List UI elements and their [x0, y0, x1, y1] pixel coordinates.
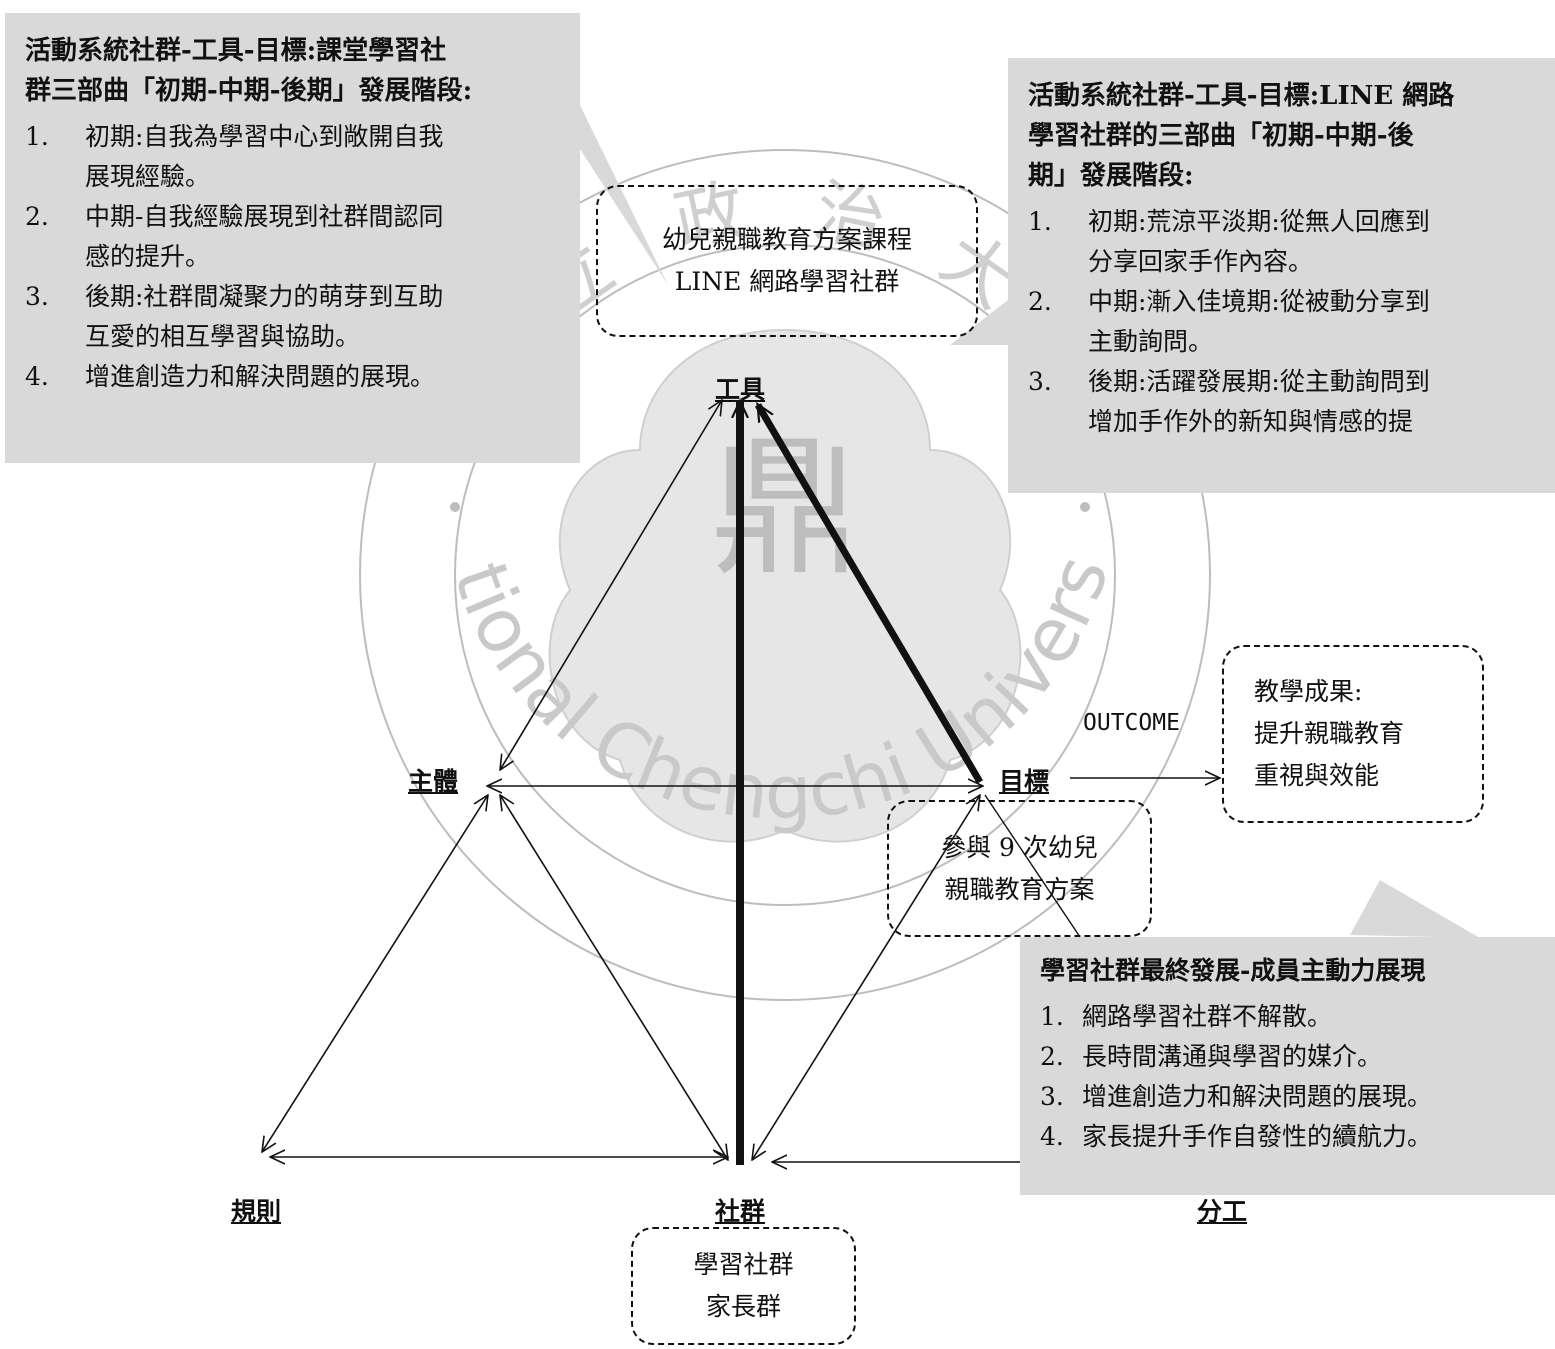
item-number: 2.: [25, 202, 49, 231]
item-text: 長時間溝通與學習的媒介。: [1082, 1042, 1383, 1071]
item-text: 感的提升。: [85, 242, 211, 271]
list-item: 4. 家長提升手作自發性的續航力。: [1040, 1117, 1535, 1157]
list-item: 1. 網路學習社群不解散。: [1040, 997, 1535, 1037]
list-item: 1. 初期:荒涼平淡期:從無人回應到分享回家手作內容。: [1028, 202, 1535, 282]
bottom-callout-title: 學習社群最終發展-成員主動力展現: [1040, 956, 1426, 985]
item-text: 網路學習社群不解散。: [1082, 1002, 1333, 1031]
node-rules: 規則: [230, 1197, 282, 1226]
item-text: 互愛的相互學習與協助。: [85, 322, 361, 351]
list-item: 3. 增進創造力和解決問題的展現。: [1040, 1077, 1535, 1117]
watermark-char-2: 政: [667, 169, 753, 264]
line-object-division: [984, 794, 1081, 938]
item-number: 1.: [1040, 1002, 1064, 1031]
outcome-box-line-1: 教學成果:: [1254, 677, 1363, 706]
list-item: 3. 後期:社群間凝聚力的萌芽到互助互愛的相互學習與協助。: [25, 277, 560, 357]
connector-arrows: [262, 400, 1220, 1165]
outcome-box-line-3: 重視與效能: [1254, 761, 1380, 790]
item-text: 初期:荒涼平淡期:從無人回應到: [1088, 207, 1430, 236]
item-text: 增加手作外的新知與情感的提: [1088, 407, 1414, 436]
tool-box-line-2: LINE 網路學習社群: [674, 267, 900, 296]
node-community: 社群: [714, 1197, 766, 1226]
list-item: 2. 長時間溝通與學習的媒介。: [1040, 1037, 1535, 1077]
left-callout-title-line-1: 活動系統社群-工具-目標:課堂學習社: [25, 36, 447, 66]
community-box: 學習社群 家長群: [631, 1227, 856, 1345]
item-number: 1.: [1028, 207, 1052, 236]
outcome-box-line-2: 提升親職教育: [1254, 719, 1405, 748]
right-callout-title-line-3: 期」發展階段:: [1028, 161, 1194, 191]
item-text: 展現經驗。: [85, 162, 211, 191]
arrow-subject-rules: [262, 795, 488, 1152]
community-box-line-2: 家長群: [705, 1292, 781, 1321]
node-subject: 主體: [407, 767, 459, 796]
list-item: 3. 後期:活躍發展期:從主動詢問到增加手作外的新知與情感的提: [1028, 362, 1535, 442]
list-item: 2. 中期:漸入佳境期:從被動分享到主動詢問。: [1028, 282, 1535, 362]
list-item: 4. 增進創造力和解決問題的展現。: [25, 357, 560, 397]
item-text: 後期:活躍發展期:從主動詢問到: [1088, 367, 1430, 396]
right-callout-title-line-1: 活動系統社群-工具-目標:LINE 網路: [1028, 81, 1455, 111]
item-number: 3.: [1040, 1082, 1064, 1111]
bottom-callout: 學習社群最終發展-成員主動力展現 1. 網路學習社群不解散。 2. 長時間溝通與學習…: [1020, 937, 1555, 1195]
item-number: 2.: [1028, 287, 1052, 316]
outcome-label: OUTCOME: [1083, 710, 1180, 736]
object-box-line-1: 參與 9 次幼兒: [941, 832, 1098, 862]
list-item: 2. 中期-自我經驗展現到社群間認同感的提升。: [25, 197, 560, 277]
bottom-callout-pointer: [1350, 880, 1480, 938]
object-box: 參與 9 次幼兒 親職教育方案: [887, 800, 1152, 937]
item-text: 中期:漸入佳境期:從被動分享到: [1088, 287, 1430, 316]
item-text: 增進創造力和解決問題的展現。: [85, 362, 436, 391]
left-callout: 活動系統社群-工具-目標:課堂學習社 群三部曲「初期-中期-後期」發展階段: 1…: [5, 13, 580, 463]
item-number: 4.: [25, 362, 49, 391]
item-number: 1.: [25, 122, 49, 151]
left-callout-title-line-2: 群三部曲「初期-中期-後期」發展階段:: [25, 76, 473, 106]
bottom-callout-list: 1. 網路學習社群不解散。 2. 長時間溝通與學習的媒介。 3. 增進創造力和解決問題…: [1040, 997, 1535, 1157]
item-text: 分享回家手作內容。: [1088, 247, 1314, 276]
watermark-char-3: 治: [807, 169, 893, 264]
arrow-object-community: [752, 795, 980, 1160]
arrow-subject-community: [500, 795, 728, 1160]
item-number: 4.: [1040, 1122, 1064, 1151]
item-text: 增進創造力和解決問題的展現。: [1082, 1082, 1433, 1111]
left-callout-list: 1. 初期:自我為學習中心到敞開自我展現經驗。 2. 中期-自我經驗展現到社群間認同…: [25, 117, 560, 397]
object-box-line-2: 親職教育方案: [944, 874, 1095, 904]
tool-box-line-1: 幼兒親職教育方案課程: [661, 225, 912, 254]
right-callout: 活動系統社群-工具-目標:LINE 網路 學習社群的三部曲「初期-中期-後 期」…: [1008, 58, 1555, 493]
item-number: 3.: [1028, 367, 1052, 396]
left-callout-title: 活動系統社群-工具-目標:課堂學習社 群三部曲「初期-中期-後期」發展階段:: [25, 31, 560, 111]
item-number: 3.: [25, 282, 49, 311]
node-division: 分工: [1196, 1197, 1248, 1226]
item-text: 後期:社群間凝聚力的萌芽到互助: [85, 282, 444, 311]
item-text: 家長提升手作自發性的續航力。: [1082, 1122, 1433, 1151]
item-text: 主動詢問。: [1088, 327, 1214, 356]
right-callout-title: 活動系統社群-工具-目標:LINE 網路 學習社群的三部曲「初期-中期-後 期」…: [1028, 76, 1535, 196]
node-object: 目標: [998, 767, 1050, 796]
item-text: 初期:自我為學習中心到敞開自我: [85, 122, 444, 151]
right-callout-title-line-2: 學習社群的三部曲「初期-中期-後: [1028, 121, 1414, 151]
item-text: 中期-自我經驗展現到社群間認同: [85, 202, 444, 231]
community-box-line-1: 學習社群: [693, 1250, 794, 1279]
right-callout-list: 1. 初期:荒涼平淡期:從無人回應到分享回家手作內容。 2. 中期:漸入佳境期:從被…: [1028, 202, 1535, 442]
list-item: 1. 初期:自我為學習中心到敞開自我展現經驗。: [25, 117, 560, 197]
item-number: 2.: [1040, 1042, 1064, 1071]
node-tool: 工具: [714, 375, 766, 404]
tool-box: 幼兒親職教育方案課程 LINE 網路學習社群: [596, 185, 978, 337]
arrow-object-tool-bold: [754, 405, 984, 784]
outcome-box: 教學成果: 提升親職教育 重視與效能: [1222, 645, 1484, 823]
arrow-tool-subject: [500, 400, 722, 770]
